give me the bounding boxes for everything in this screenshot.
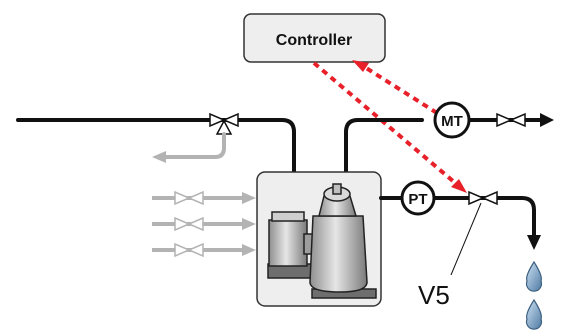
pump-machine-icon (267, 183, 377, 299)
v5-valve-icon[interactable] (468, 190, 498, 206)
outlet-valve-icon[interactable] (496, 112, 526, 128)
outlet-arrow-icon (540, 113, 554, 127)
controller-box[interactable]: Controller (243, 13, 386, 63)
signal-arrowhead-valve-icon (451, 179, 467, 193)
pt-instrument[interactable]: PT (400, 180, 436, 216)
water-droplet-icon (525, 260, 543, 292)
branch-arrow-icon (152, 151, 166, 163)
v5-label: V5 (418, 280, 450, 310)
inlet-valve-icon[interactable] (209, 112, 239, 135)
right-outlet-line (379, 196, 536, 238)
inlet-branch-line (162, 132, 226, 159)
v5-leader-line (450, 202, 482, 276)
signal-lines (312, 61, 462, 189)
grey-valves-icon[interactable] (174, 190, 204, 258)
process-unit[interactable] (256, 171, 382, 307)
mt-instrument[interactable]: MT (433, 101, 471, 139)
down-arrow-icon (527, 235, 541, 250)
water-droplet-icon (525, 298, 543, 330)
pt-label: PT (408, 191, 427, 208)
grey-inlet-arrows-icon (242, 192, 256, 256)
main-inlet-line (16, 118, 296, 174)
mt-label: MT (441, 113, 463, 130)
signal-arrowhead-mt-icon (352, 60, 369, 72)
signal-line-mt (361, 64, 439, 115)
controller-label: Controller (276, 32, 352, 49)
signal-line-valve (312, 61, 462, 189)
